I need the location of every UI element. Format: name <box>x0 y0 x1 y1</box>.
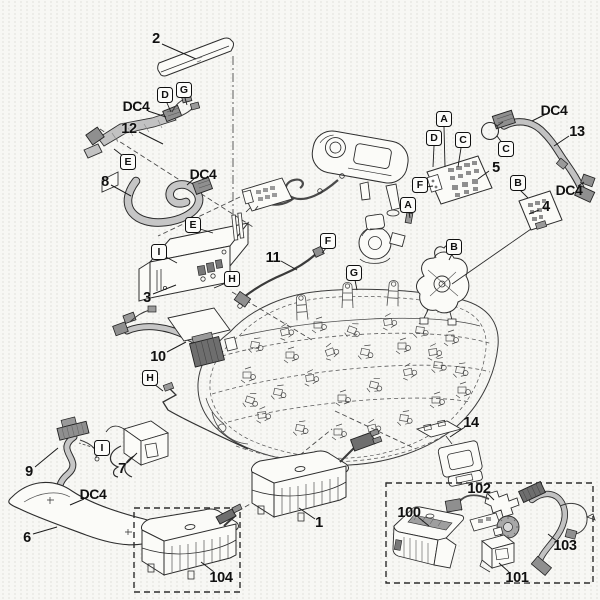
part-6-cover <box>8 481 163 546</box>
part-104-battery-box <box>133 503 243 593</box>
part-10-harness <box>112 305 238 368</box>
part-4-pcb <box>451 190 563 285</box>
part-14-holder <box>415 419 483 487</box>
gearbox-assembly <box>416 244 470 326</box>
part-7-bracket <box>105 382 249 478</box>
number-leader-lines <box>32 43 585 573</box>
part-12-harness <box>83 93 201 159</box>
part-8-loop-cable <box>101 171 214 227</box>
marker-leader-lines <box>113 97 529 392</box>
part-2-cover <box>157 37 234 77</box>
console-assembly <box>241 130 409 217</box>
part-5-pcb <box>426 155 493 205</box>
motor-assembly <box>358 212 414 264</box>
part-1-battery <box>250 428 383 522</box>
part-13-harness <box>480 109 596 203</box>
detail-box-100 <box>385 480 596 584</box>
part-11-cable <box>233 245 325 309</box>
